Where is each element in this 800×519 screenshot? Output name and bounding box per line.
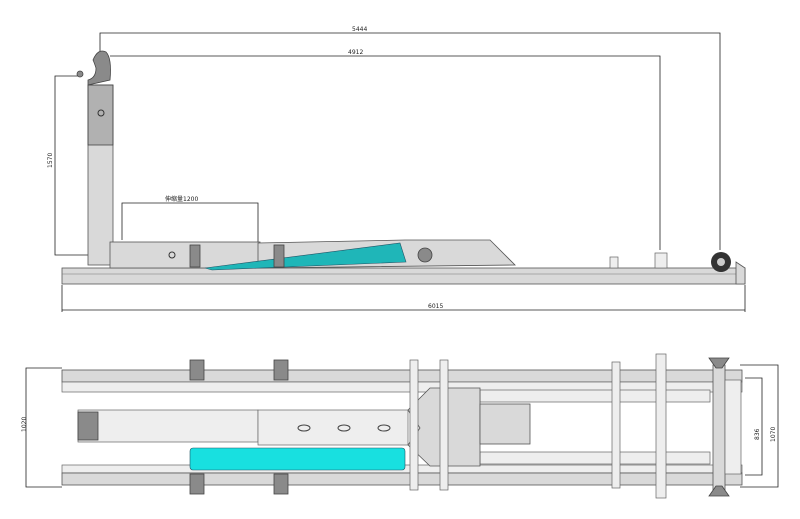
dimension-4912: 4912 xyxy=(110,49,661,250)
dimension-label: 5444 xyxy=(352,26,367,33)
hook-arm xyxy=(76,50,261,269)
dimension-label: 1020 xyxy=(21,417,28,432)
dimension-label: 1570 xyxy=(47,153,54,168)
hydraulic-cylinder xyxy=(204,242,407,271)
rail-lower xyxy=(61,472,743,486)
telescopic-beam xyxy=(77,409,259,443)
dimension-5444: 5444 xyxy=(99,26,721,250)
hydraulic-cylinder-top xyxy=(189,447,406,471)
subframe-rail xyxy=(61,267,746,285)
dimension-1570: 1570 xyxy=(47,75,88,256)
pivot-icon xyxy=(417,247,433,263)
dimension-1200: 伸缩量1200 xyxy=(121,195,259,245)
dimension-6015: 6015 xyxy=(61,285,746,312)
dimension-label: 4912 xyxy=(348,49,363,56)
dimension-label: 836 xyxy=(754,428,761,440)
rail-upper xyxy=(61,369,743,383)
dimension-1070: 1070 xyxy=(740,364,779,488)
side-view: 5444 4912 1570 伸缩量1200 6015 xyxy=(47,26,746,312)
dimension-label: 伸缩量1200 xyxy=(165,195,198,203)
dimension-1020: 1020 xyxy=(21,367,62,488)
dimension-836: 836 xyxy=(745,377,763,476)
dimension-label: 1070 xyxy=(770,427,777,442)
dimension-label: 6015 xyxy=(428,303,443,310)
top-view: 1020 836 1070 xyxy=(21,353,779,499)
rear-roller xyxy=(712,364,726,491)
